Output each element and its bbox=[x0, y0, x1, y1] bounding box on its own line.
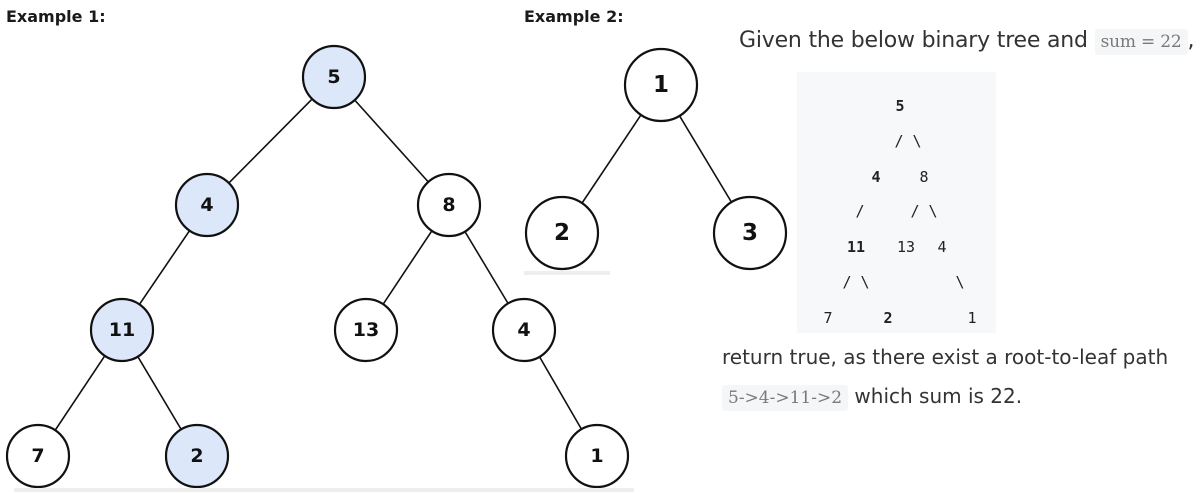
ex1-node-label-8: 1 bbox=[590, 445, 603, 467]
ex1-node-label-4: 13 bbox=[353, 319, 379, 341]
code-slash-row2a: / bbox=[855, 202, 865, 220]
ex1-node-2: 8 bbox=[416, 172, 482, 238]
ex1-node-8: 1 bbox=[564, 423, 630, 489]
code-slash-row3b: \ bbox=[955, 273, 965, 291]
ex1-node-label-5: 4 bbox=[517, 319, 530, 341]
ex1-node-6: 7 bbox=[5, 423, 71, 489]
path-inline-code: 5->4->11->2 bbox=[722, 385, 849, 411]
result-line2: 5->4->11->2 which sum is 22. bbox=[722, 384, 1023, 411]
ex2-node-circle-0 bbox=[623, 47, 699, 123]
code-node-1: 1 bbox=[967, 309, 977, 327]
result-line2-suffix: which sum is 22. bbox=[854, 384, 1023, 408]
code-node-13: 13 bbox=[896, 238, 916, 256]
ex1-node-circle-1 bbox=[174, 172, 240, 238]
code-node-2: 2 bbox=[883, 309, 893, 327]
ex1-node-1: 4 bbox=[174, 172, 240, 238]
ex1-node-circle-8 bbox=[564, 423, 630, 489]
code-node-11: 11 bbox=[846, 238, 866, 256]
ex1-node-label-2: 8 bbox=[442, 194, 455, 216]
code-slash-row1: / \ bbox=[894, 132, 922, 150]
ex1-node-circle-4 bbox=[333, 297, 399, 363]
ex1-node-circle-7 bbox=[164, 423, 230, 489]
ex1-node-circle-2 bbox=[416, 172, 482, 238]
code-node-4: 4 bbox=[871, 168, 881, 186]
ex1-node-label-0: 5 bbox=[327, 66, 340, 88]
example2-bottom-divider bbox=[524, 271, 610, 275]
ex2-node-2: 3 bbox=[712, 195, 788, 271]
example1-bottom-divider bbox=[14, 488, 634, 492]
intro-line: Given the below binary tree and sum = 22… bbox=[739, 28, 1195, 55]
ex1-node-circle-5 bbox=[491, 297, 557, 363]
ex2-node-label-2: 3 bbox=[742, 220, 758, 246]
code-node-8: 8 bbox=[919, 168, 929, 186]
sum-inline-code: sum = 22 bbox=[1094, 29, 1188, 55]
code-node-7: 7 bbox=[823, 309, 833, 327]
intro-text: Given the below binary tree and bbox=[739, 28, 1088, 53]
ex1-node-circle-6 bbox=[5, 423, 71, 489]
code-slash-row3a: / \ bbox=[842, 273, 870, 291]
ex1-node-5: 4 bbox=[491, 297, 557, 363]
ex2-node-1: 2 bbox=[524, 195, 600, 271]
code-slash-row2b: / \ bbox=[910, 202, 938, 220]
ex1-node-circle-0 bbox=[301, 44, 367, 110]
example1-tree-diagram: 5 4 8 11 13 4 7 2 1 bbox=[5, 44, 630, 489]
ex1-node-circle-3 bbox=[89, 297, 155, 363]
result-line1: return true, as there exist a root-to-le… bbox=[722, 345, 1169, 369]
ex1-node-label-3: 11 bbox=[109, 319, 135, 341]
example2-tree-diagram: 1 2 3 bbox=[524, 47, 788, 271]
example1-heading: Example 1: bbox=[6, 7, 106, 26]
ex2-node-label-1: 2 bbox=[554, 220, 570, 246]
code-node-4b: 4 bbox=[937, 238, 947, 256]
code-node-5: 5 bbox=[895, 97, 905, 115]
ex1-node-label-1: 4 bbox=[200, 194, 213, 216]
ex1-node-7: 2 bbox=[164, 423, 230, 489]
ex1-node-label-7: 2 bbox=[190, 445, 203, 467]
ex1-node-3: 11 bbox=[89, 297, 155, 363]
ex2-node-circle-1 bbox=[524, 195, 600, 271]
example2-heading: Example 2: bbox=[524, 7, 624, 26]
code-block-tree: 5 / \ 4 8 / / \ 11 13 4 / \ \ 7 2 1 bbox=[797, 72, 996, 333]
ex2-node-0: 1 bbox=[623, 47, 699, 123]
intro-suffix: , bbox=[1187, 28, 1195, 53]
ex1-node-4: 13 bbox=[333, 297, 399, 363]
ex1-node-label-6: 7 bbox=[31, 445, 44, 467]
ex2-node-label-0: 1 bbox=[653, 72, 669, 98]
ex2-node-circle-2 bbox=[712, 195, 788, 271]
ex1-node-0: 5 bbox=[301, 44, 367, 110]
